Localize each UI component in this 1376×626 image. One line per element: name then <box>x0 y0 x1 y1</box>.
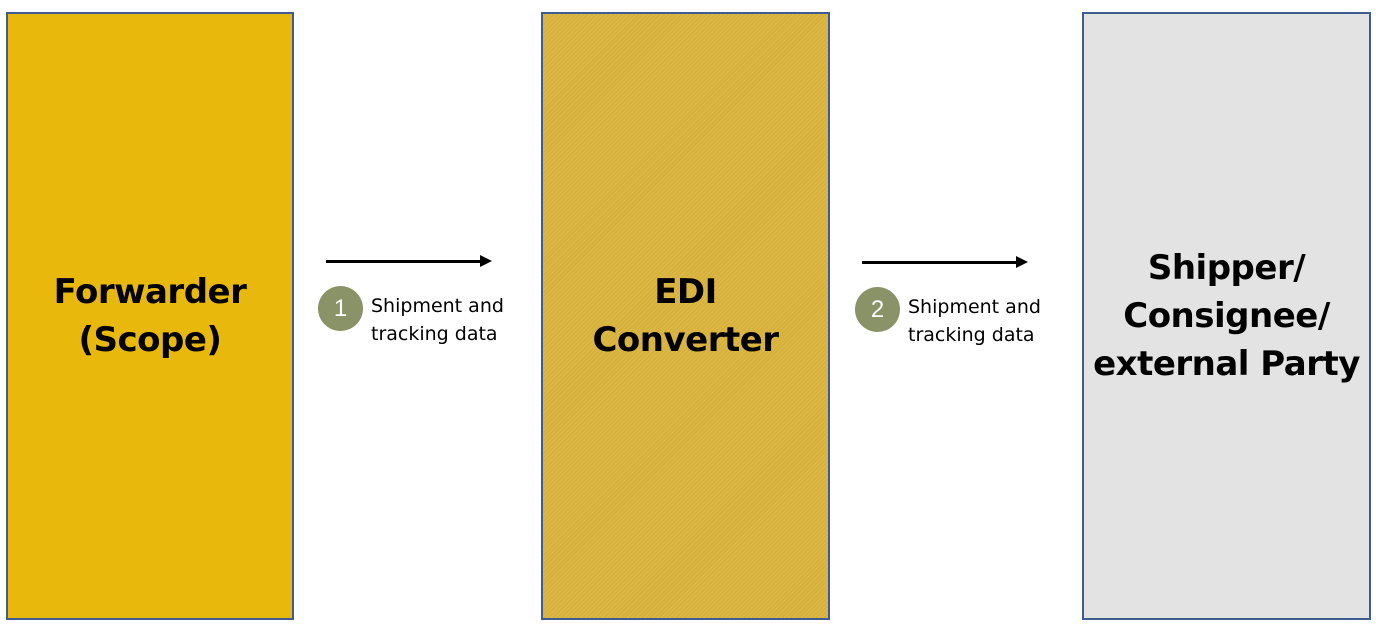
external-party-box: Shipper/ Consignee/ external Party <box>1082 12 1371 620</box>
external-party-title-line1: Shipper/ <box>1147 248 1306 288</box>
step-2-label: Shipment and tracking data <box>908 293 1041 349</box>
step-2-number-badge: 2 <box>855 287 900 332</box>
external-party-title-line2: Consignee/ <box>1123 296 1330 336</box>
forwarder-box: Forwarder (Scope) <box>6 12 294 620</box>
flow-arrow-1 <box>326 255 492 267</box>
forwarder-title: Forwarder (Scope) <box>54 268 247 364</box>
forwarder-title-line2: (Scope) <box>78 320 222 360</box>
step-2-label-line2: tracking data <box>908 324 1035 346</box>
flow-arrow-2 <box>862 256 1028 268</box>
external-party-title-line3: external Party <box>1093 344 1360 384</box>
edi-converter-title-line2: Converter <box>592 320 779 360</box>
step-1-number-badge: 1 <box>318 286 363 331</box>
edi-converter-box: EDI Converter <box>541 12 830 620</box>
edi-converter-title: EDI Converter <box>592 268 779 364</box>
forwarder-title-line1: Forwarder <box>53 272 247 312</box>
step-1-label-line1: Shipment and <box>371 295 504 317</box>
step-1-label-line2: tracking data <box>371 323 498 345</box>
step-1-label: Shipment and tracking data <box>371 292 504 348</box>
external-party-title: Shipper/ Consignee/ external Party <box>1093 244 1360 388</box>
edi-converter-title-line1: EDI <box>654 272 717 312</box>
step-2-label-line1: Shipment and <box>908 296 1041 318</box>
